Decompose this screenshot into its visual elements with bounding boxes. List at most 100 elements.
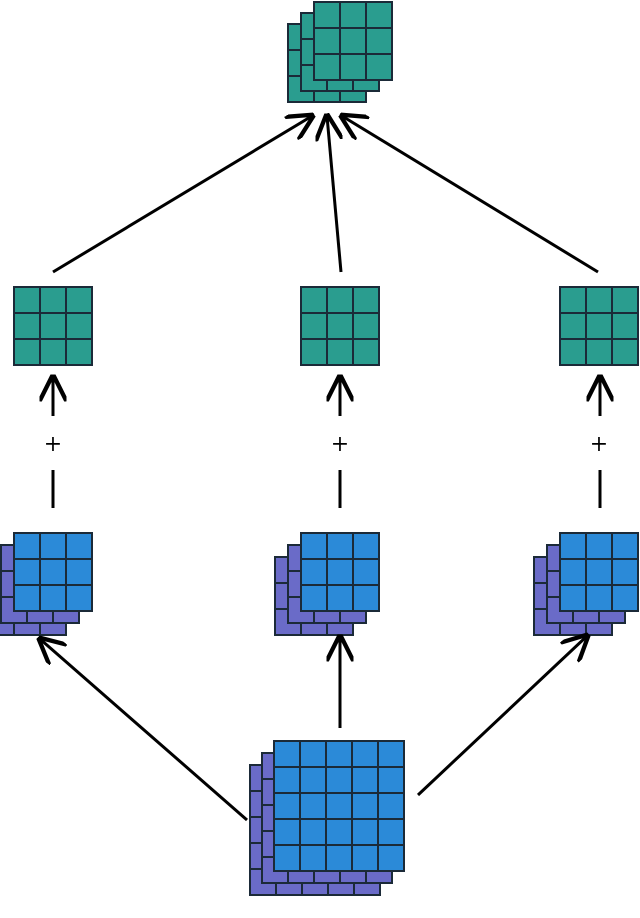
grid-cell (65, 558, 93, 586)
grid-cell (325, 766, 353, 794)
grid-cell (339, 1, 367, 29)
sum-operators: + + + (44, 432, 608, 457)
grid-cell (300, 532, 328, 560)
grid-cell (351, 818, 379, 846)
grid-cell (352, 584, 380, 612)
grid-cell (313, 53, 341, 81)
grid-cell (585, 312, 613, 340)
grid-cell (326, 532, 354, 560)
grid-cell (65, 584, 93, 612)
grid-cell (326, 312, 354, 340)
grid-cell (39, 338, 67, 366)
grid-cell (299, 766, 327, 794)
grid-cell (299, 818, 327, 846)
grid-cell (352, 286, 380, 314)
grid-cell (611, 532, 639, 560)
grid-cell (377, 740, 405, 768)
grid-cell (352, 558, 380, 586)
grid-cell (611, 338, 639, 366)
front-layer (313, 1, 393, 81)
grid-cell (325, 740, 353, 768)
grid-cell (365, 1, 393, 29)
grid-cell (559, 286, 587, 314)
grid-cell (299, 792, 327, 820)
front-layer (300, 286, 380, 366)
grid-cell (65, 532, 93, 560)
grid-cell (65, 338, 93, 366)
grid-cell (326, 338, 354, 366)
grid-cell (13, 286, 41, 314)
grid-cell (611, 584, 639, 612)
grid-cell (273, 792, 301, 820)
grid-cell (611, 312, 639, 340)
grid-cell (585, 558, 613, 586)
plus-sign-right: + (590, 432, 608, 457)
front-layer (559, 532, 639, 612)
grid-cell (377, 766, 405, 794)
grid-cell (611, 286, 639, 314)
grid-cell (352, 338, 380, 366)
grid-cell (39, 558, 67, 586)
tensor-channel-left (13, 286, 93, 366)
grid-cell (326, 584, 354, 612)
grid-cell (339, 27, 367, 55)
grid-cell (351, 844, 379, 872)
grid-cell (313, 1, 341, 29)
tensor-kernel-right (533, 532, 639, 636)
arrow-input-to-kernel-left (40, 639, 248, 822)
grid-cell (39, 286, 67, 314)
tensor-input (249, 740, 405, 896)
grid-cell (299, 740, 327, 768)
grid-cell (585, 338, 613, 366)
front-layer (273, 740, 405, 872)
plus-sign-left: + (44, 432, 62, 457)
tensor-channel-right (559, 286, 639, 366)
grid-cell (365, 27, 393, 55)
grid-cell (313, 27, 341, 55)
tensor-kernel-mid (274, 532, 380, 636)
grid-cell (326, 558, 354, 586)
arrow-input-to-kernel-right (416, 636, 587, 797)
tensor-channel-mid (300, 286, 380, 366)
grid-cell (377, 844, 405, 872)
grid-cell (273, 818, 301, 846)
grid-cell (559, 584, 587, 612)
grid-cell (13, 532, 41, 560)
grid-cell (39, 584, 67, 612)
grid-cell (273, 766, 301, 794)
front-layer (13, 286, 93, 366)
grid-cell (13, 338, 41, 366)
grid-cell (585, 532, 613, 560)
grid-cell (273, 844, 301, 872)
grid-cell (300, 312, 328, 340)
tensor-output (287, 1, 393, 103)
front-layer (13, 532, 93, 612)
grid-cell (339, 53, 367, 81)
grid-cell (352, 532, 380, 560)
grid-cell (611, 558, 639, 586)
connection-arrows (40, 116, 600, 822)
front-layer (559, 286, 639, 366)
grid-cell (13, 312, 41, 340)
grid-cell (300, 286, 328, 314)
grid-cell (300, 584, 328, 612)
grid-cell (300, 338, 328, 366)
grid-cell (299, 844, 327, 872)
grid-cell (351, 792, 379, 820)
grid-cell (559, 532, 587, 560)
grid-cell (559, 312, 587, 340)
grid-cell (365, 53, 393, 81)
grid-cell (351, 740, 379, 768)
grid-cell (559, 558, 587, 586)
grid-cell (585, 584, 613, 612)
grid-cell (13, 558, 41, 586)
grid-cell (326, 286, 354, 314)
grid-cell (377, 818, 405, 846)
grid-cell (377, 792, 405, 820)
grid-cell (300, 558, 328, 586)
arrow-channel-left-to-output (52, 116, 312, 274)
plus-sign-mid: + (331, 432, 349, 457)
grid-cell (39, 312, 67, 340)
tensor-kernel-left (0, 532, 93, 636)
